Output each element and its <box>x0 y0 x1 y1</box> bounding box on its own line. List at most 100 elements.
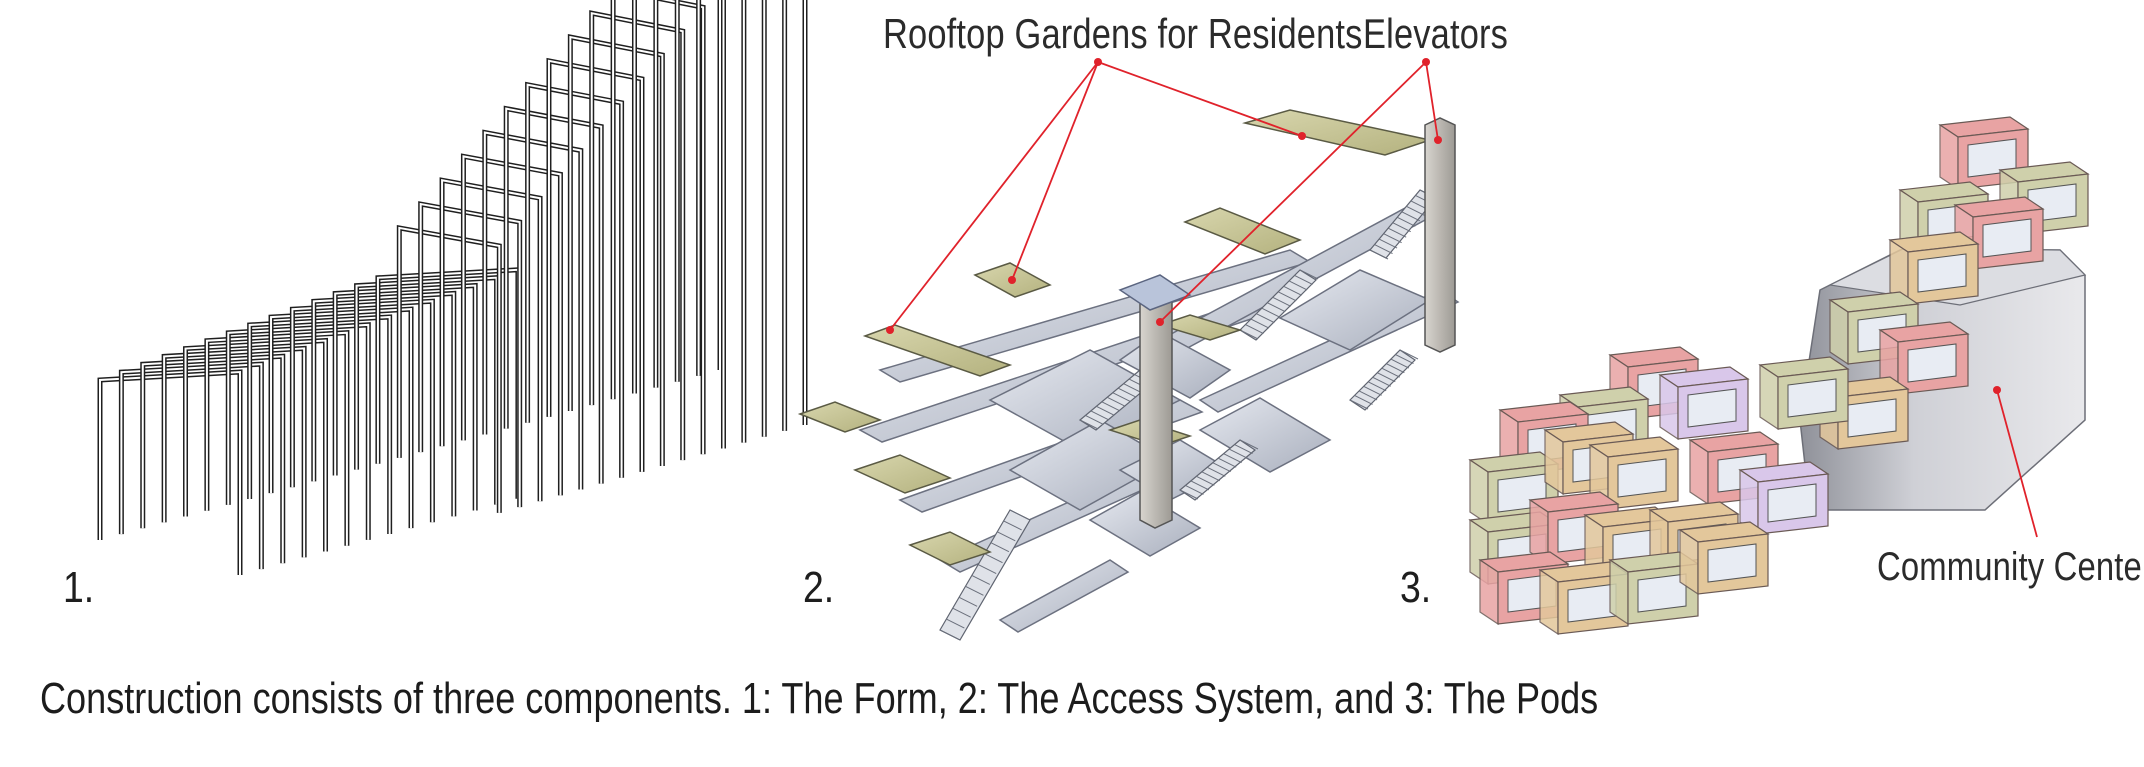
panel-number-3: 3. <box>1400 563 1432 612</box>
form-frame-inner <box>419 202 521 508</box>
stair-tread <box>990 542 1010 553</box>
stair-tread <box>1009 509 1029 520</box>
stair-tread <box>1283 285 1302 296</box>
stair-tread <box>1117 387 1137 398</box>
stair-tread <box>1079 419 1099 430</box>
form-frame-inner <box>163 347 306 558</box>
form-frame-inner <box>398 226 501 513</box>
form-frame-inner <box>547 59 643 472</box>
stair-tread <box>1381 367 1401 378</box>
stair-tread <box>1397 216 1416 227</box>
stair-tread <box>997 531 1016 542</box>
stair-tread <box>1299 269 1319 280</box>
stair-tread <box>1369 249 1389 260</box>
pod-unit <box>1888 231 1980 306</box>
form-frame-inner <box>633 0 725 449</box>
form-frame-inner <box>120 363 263 570</box>
form-frame-inner <box>526 83 623 478</box>
stair-tread <box>1294 275 1313 285</box>
stair-tread <box>1107 396 1126 407</box>
stair-tread <box>1406 205 1425 216</box>
form-frame-inner <box>184 339 327 552</box>
stair-tread <box>952 607 971 618</box>
pod-unit <box>1738 461 1830 536</box>
access-system-drawing <box>797 58 1460 641</box>
form-frame-inner <box>312 292 455 517</box>
label-community-center: Community Center <box>1877 545 2144 589</box>
form-frame-inner <box>505 107 603 484</box>
stair-tread <box>1096 405 1115 416</box>
form-frame-inner <box>205 331 348 546</box>
stair-tread <box>946 618 965 629</box>
stair-tread <box>1272 296 1291 307</box>
form-frame-inner <box>612 0 705 455</box>
pod-unit <box>1658 366 1750 441</box>
form-frame-inner <box>270 308 413 529</box>
stair-tread <box>1185 485 1204 495</box>
stair-tread <box>1372 376 1391 387</box>
leader-line-community-center <box>1996 389 2038 538</box>
pod-cluster <box>1468 116 2090 636</box>
form-frame-inner <box>676 0 766 437</box>
stair-tread <box>1239 439 1259 450</box>
form-frame-structure <box>97 0 808 575</box>
stair-tread <box>965 585 984 596</box>
figure-caption: Construction consists of three component… <box>40 674 1599 723</box>
label-elevators: Elevators <box>1363 10 1509 57</box>
form-frame-inner <box>654 0 745 443</box>
stair-tread <box>1123 383 1142 394</box>
form-frame-inner <box>227 323 370 540</box>
leader-dot-community-center <box>1993 386 2001 394</box>
stair-treads <box>939 189 1439 640</box>
stair-tread <box>1267 302 1286 313</box>
stair-tread <box>1349 399 1369 410</box>
stair-flights <box>939 189 1437 641</box>
pod-unit <box>1678 521 1770 596</box>
stair-tread <box>1277 291 1297 302</box>
stair-tread <box>1390 358 1410 369</box>
stair-tread <box>1256 313 1275 324</box>
form-frame-inner <box>697 0 786 431</box>
pods-drawing <box>1468 116 2090 636</box>
form-frame-inner <box>248 315 391 534</box>
stair-tread <box>1234 444 1253 454</box>
stair-tread <box>1378 238 1398 249</box>
pod-unit <box>1758 356 1850 431</box>
stair-tread <box>1003 520 1022 531</box>
form-frame-inner <box>355 276 498 505</box>
form-frame-inner <box>441 179 542 502</box>
stair-tread <box>1383 233 1402 244</box>
form-frame-inner <box>590 11 684 461</box>
stair-tread <box>1261 307 1281 318</box>
leader-lines-access <box>889 61 1439 331</box>
form-frame-inner <box>483 131 582 490</box>
form-frame-inner <box>569 35 664 467</box>
stair-tread <box>1250 318 1270 329</box>
stair-tread <box>1245 324 1264 334</box>
panel-number-2: 2. <box>803 563 835 612</box>
stair-tread <box>1239 329 1259 340</box>
stair-tread <box>1196 475 1215 486</box>
stair-tread <box>1090 410 1110 421</box>
form-frame-inner <box>462 155 562 496</box>
stair-tread <box>1358 390 1378 401</box>
pod-unit <box>1608 551 1700 626</box>
stair-tread <box>1377 372 1396 383</box>
form-frame-inner <box>291 300 434 523</box>
stair-tread <box>1401 211 1421 222</box>
stair-tread <box>958 596 978 607</box>
elevator-towers <box>1118 117 1456 529</box>
form-frame-inner <box>334 284 477 511</box>
stair-tread <box>1228 448 1248 459</box>
stair-tread <box>1212 462 1231 473</box>
stair-tread <box>1179 489 1199 500</box>
stair-tread <box>984 553 1003 564</box>
stair-tread <box>1201 471 1221 482</box>
stair-tread <box>977 564 997 574</box>
stair-tread <box>1288 280 1308 291</box>
stair-tread <box>1374 244 1393 254</box>
stair-tread <box>1395 354 1414 364</box>
stair-tread <box>1217 457 1237 468</box>
label-rooftop-gardens: Rooftop Gardens for Residents <box>883 10 1363 57</box>
